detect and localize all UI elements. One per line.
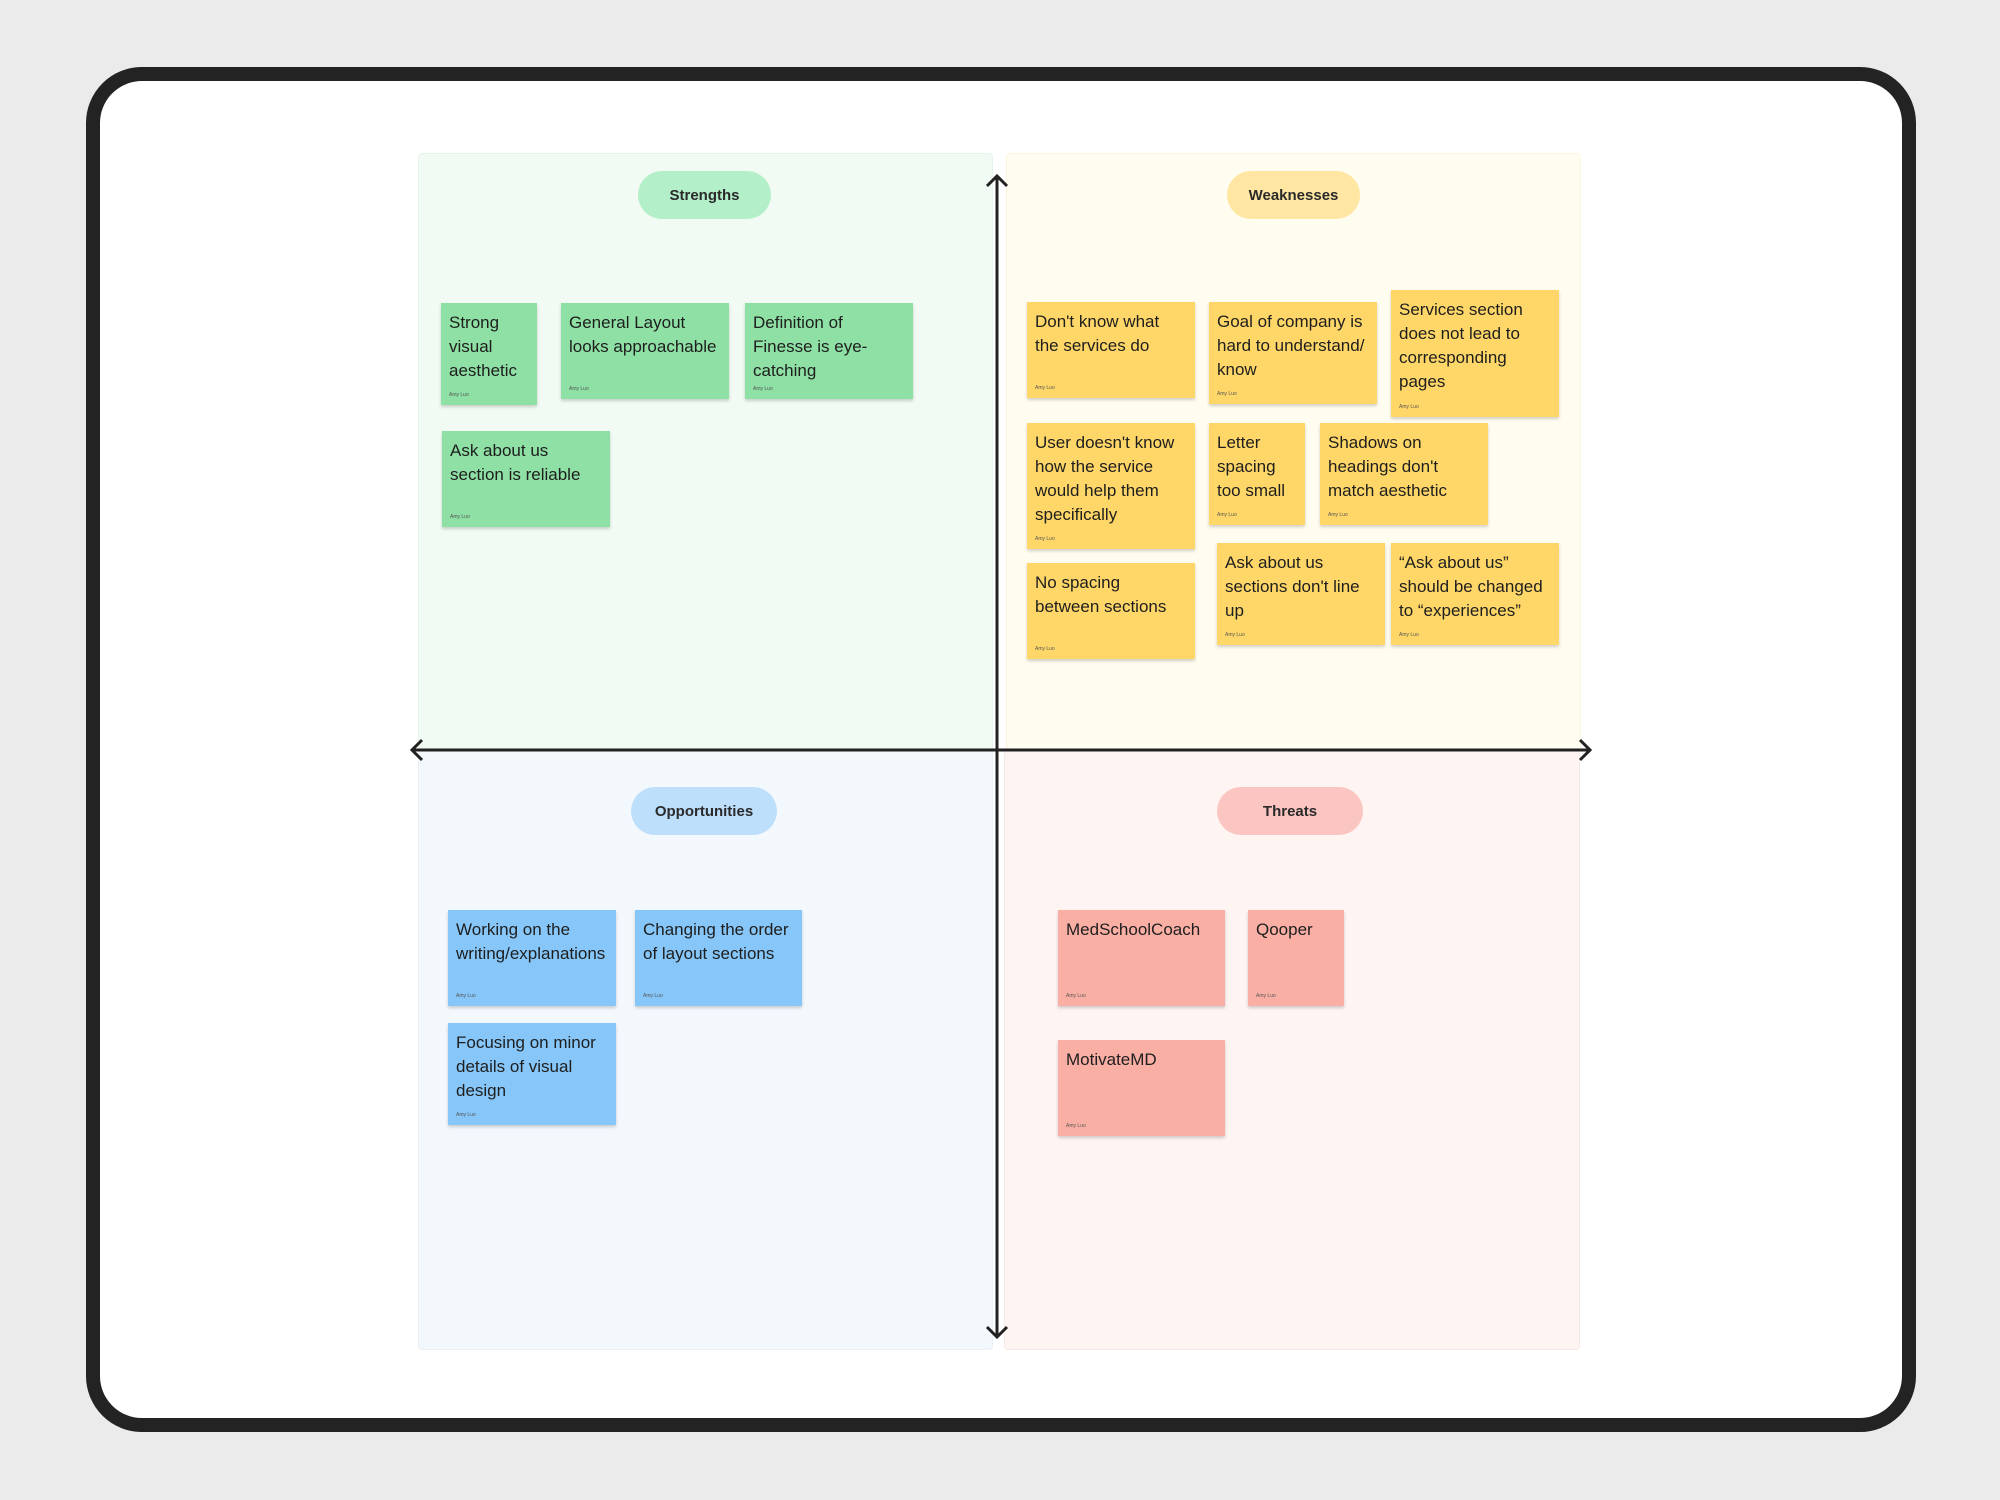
sticky-note[interactable]: Goal of company is hard to understand/ k… (1209, 302, 1377, 404)
sticky-note-text: Letter spacing too small (1217, 433, 1286, 500)
sticky-note-author: Amy Luo (569, 386, 589, 392)
threats-label[interactable]: Threats (1217, 787, 1363, 835)
sticky-note-author: Amy Luo (450, 514, 470, 520)
sticky-note[interactable]: General Layout looks approachable Amy Lu… (561, 303, 729, 399)
weaknesses-label[interactable]: Weaknesses (1227, 171, 1360, 219)
strengths-label[interactable]: Strengths (638, 171, 771, 219)
sticky-note-text: Focusing on minor details of visual desi… (456, 1033, 596, 1100)
sticky-note-text: MotivateMD (1066, 1050, 1157, 1069)
sticky-note[interactable]: Letter spacing too small Amy Luo (1209, 423, 1305, 525)
sticky-note-author: Amy Luo (449, 392, 469, 398)
sticky-note-text: Definition of Finesse is eye-catching (753, 313, 868, 380)
sticky-note[interactable]: Qooper Amy Luo (1248, 910, 1344, 1006)
sticky-note-text: Services section does not lead to corres… (1399, 300, 1523, 391)
sticky-note-text: Ask about us sections don't line up (1225, 553, 1360, 620)
sticky-note[interactable]: User doesn't know how the service would … (1027, 423, 1195, 549)
sticky-note-text: Shadows on headings don't match aestheti… (1328, 433, 1448, 500)
sticky-note-author: Amy Luo (643, 993, 663, 999)
sticky-note-author: Amy Luo (456, 1112, 476, 1118)
sticky-note-text: Goal of company is hard to understand/ k… (1217, 312, 1365, 379)
sticky-note[interactable]: Services section does not lead to corres… (1391, 290, 1559, 417)
sticky-note-text: Qooper (1256, 920, 1313, 939)
axis-arrow-up (985, 173, 1009, 188)
sticky-note-text: Strong visual aesthetic (449, 313, 518, 380)
sticky-note[interactable]: MedSchoolCoach Amy Luo (1058, 910, 1225, 1006)
sticky-note[interactable]: MotivateMD Amy Luo (1058, 1040, 1225, 1136)
sticky-note[interactable]: “Ask about us” should be changed to “exp… (1391, 543, 1559, 645)
sticky-note-author: Amy Luo (1256, 993, 1276, 999)
sticky-note-text: Working on the writing/explanations (456, 920, 606, 963)
sticky-note-author: Amy Luo (1399, 632, 1419, 638)
sticky-note[interactable]: Working on the writing/explanations Amy … (448, 910, 616, 1006)
sticky-note[interactable]: Ask about us sections don't line up Amy … (1217, 543, 1385, 645)
sticky-note-text: MedSchoolCoach (1066, 920, 1201, 939)
sticky-note-author: Amy Luo (1035, 536, 1055, 542)
sticky-note-author: Amy Luo (1066, 993, 1086, 999)
sticky-note-author: Amy Luo (1035, 385, 1055, 391)
sticky-note-text: “Ask about us” should be changed to “exp… (1399, 553, 1543, 620)
sticky-note[interactable]: Focusing on minor details of visual desi… (448, 1023, 616, 1125)
sticky-note-author: Amy Luo (456, 993, 476, 999)
sticky-note[interactable]: Don't know what the services do Amy Luo (1027, 302, 1195, 398)
axis-arrow-down (985, 1325, 1009, 1340)
sticky-note[interactable]: Changing the order of layout sections Am… (635, 910, 802, 1006)
sticky-note-author: Amy Luo (1328, 512, 1348, 518)
sticky-note-author: Amy Luo (1066, 1123, 1086, 1129)
sticky-note-author: Amy Luo (1399, 404, 1419, 410)
sticky-note-text: Don't know what the services do (1035, 312, 1160, 355)
sticky-note[interactable]: Definition of Finesse is eye-catching Am… (745, 303, 913, 399)
sticky-note-text: Ask about us section is reliable (450, 441, 581, 484)
axis-arrow-right (1578, 738, 1593, 762)
sticky-note[interactable]: Ask about us section is reliable Amy Luo (442, 431, 610, 527)
sticky-note-author: Amy Luo (1217, 512, 1237, 518)
sticky-note[interactable]: No spacing between sections Amy Luo (1027, 563, 1195, 659)
sticky-note-text: No spacing between sections (1035, 573, 1167, 616)
sticky-note-text: General Layout looks approachable (569, 313, 717, 356)
sticky-note-author: Amy Luo (1035, 646, 1055, 652)
sticky-note-author: Amy Luo (1225, 632, 1245, 638)
sticky-note[interactable]: Shadows on headings don't match aestheti… (1320, 423, 1488, 525)
sticky-note-author: Amy Luo (1217, 391, 1237, 397)
sticky-note-text: Changing the order of layout sections (643, 920, 789, 963)
axis-arrow-left (409, 738, 424, 762)
sticky-note-author: Amy Luo (753, 386, 773, 392)
sticky-note-text: User doesn't know how the service would … (1035, 433, 1175, 524)
sticky-note[interactable]: Strong visual aesthetic Amy Luo (441, 303, 537, 405)
opportunities-label[interactable]: Opportunities (631, 787, 777, 835)
